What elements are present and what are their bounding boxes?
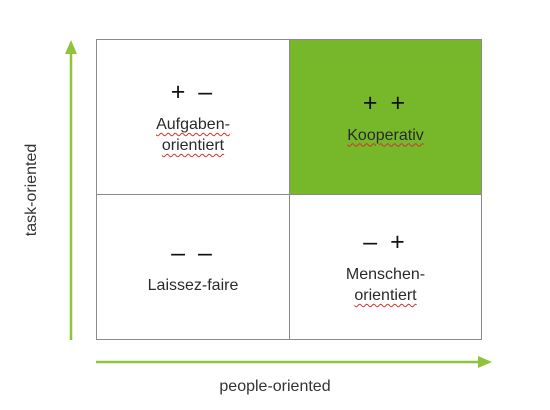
- quadrant-label-line1: Laissez-faire: [147, 276, 239, 294]
- x-axis-arrowhead: [478, 356, 492, 368]
- x-axis-title: people-oriented: [219, 378, 331, 395]
- quadrant-label-line1: Kooperativ: [347, 126, 424, 144]
- quadrant-label-line2: orientiert: [354, 287, 417, 304]
- y-axis-arrowhead: [65, 40, 77, 54]
- quadrant-grid: + – Aufgaben- orientiert + + Kooperativ …: [96, 39, 482, 340]
- quadrant-label-line2: orientiert: [161, 137, 225, 154]
- quadrant-label-line1: Aufgaben-: [156, 116, 230, 133]
- quadrant-signs: + +: [362, 88, 409, 117]
- y-axis-title: task-oriented: [23, 143, 40, 237]
- quadrant-task-oriented: + – Aufgaben- orientiert: [97, 40, 290, 195]
- quadrant-cooperative: + + Kooperativ: [290, 40, 481, 195]
- quadrant-signs: + –: [170, 78, 216, 106]
- quadrant-laissez-faire: – – Laissez-faire: [97, 195, 290, 339]
- quadrant-people-oriented: – + Menschen- orientiert: [290, 195, 481, 339]
- quadrant-signs: – –: [171, 238, 215, 267]
- quadrant-signs: – +: [363, 228, 408, 256]
- quadrant-label-line1: Menschen-: [345, 266, 426, 283]
